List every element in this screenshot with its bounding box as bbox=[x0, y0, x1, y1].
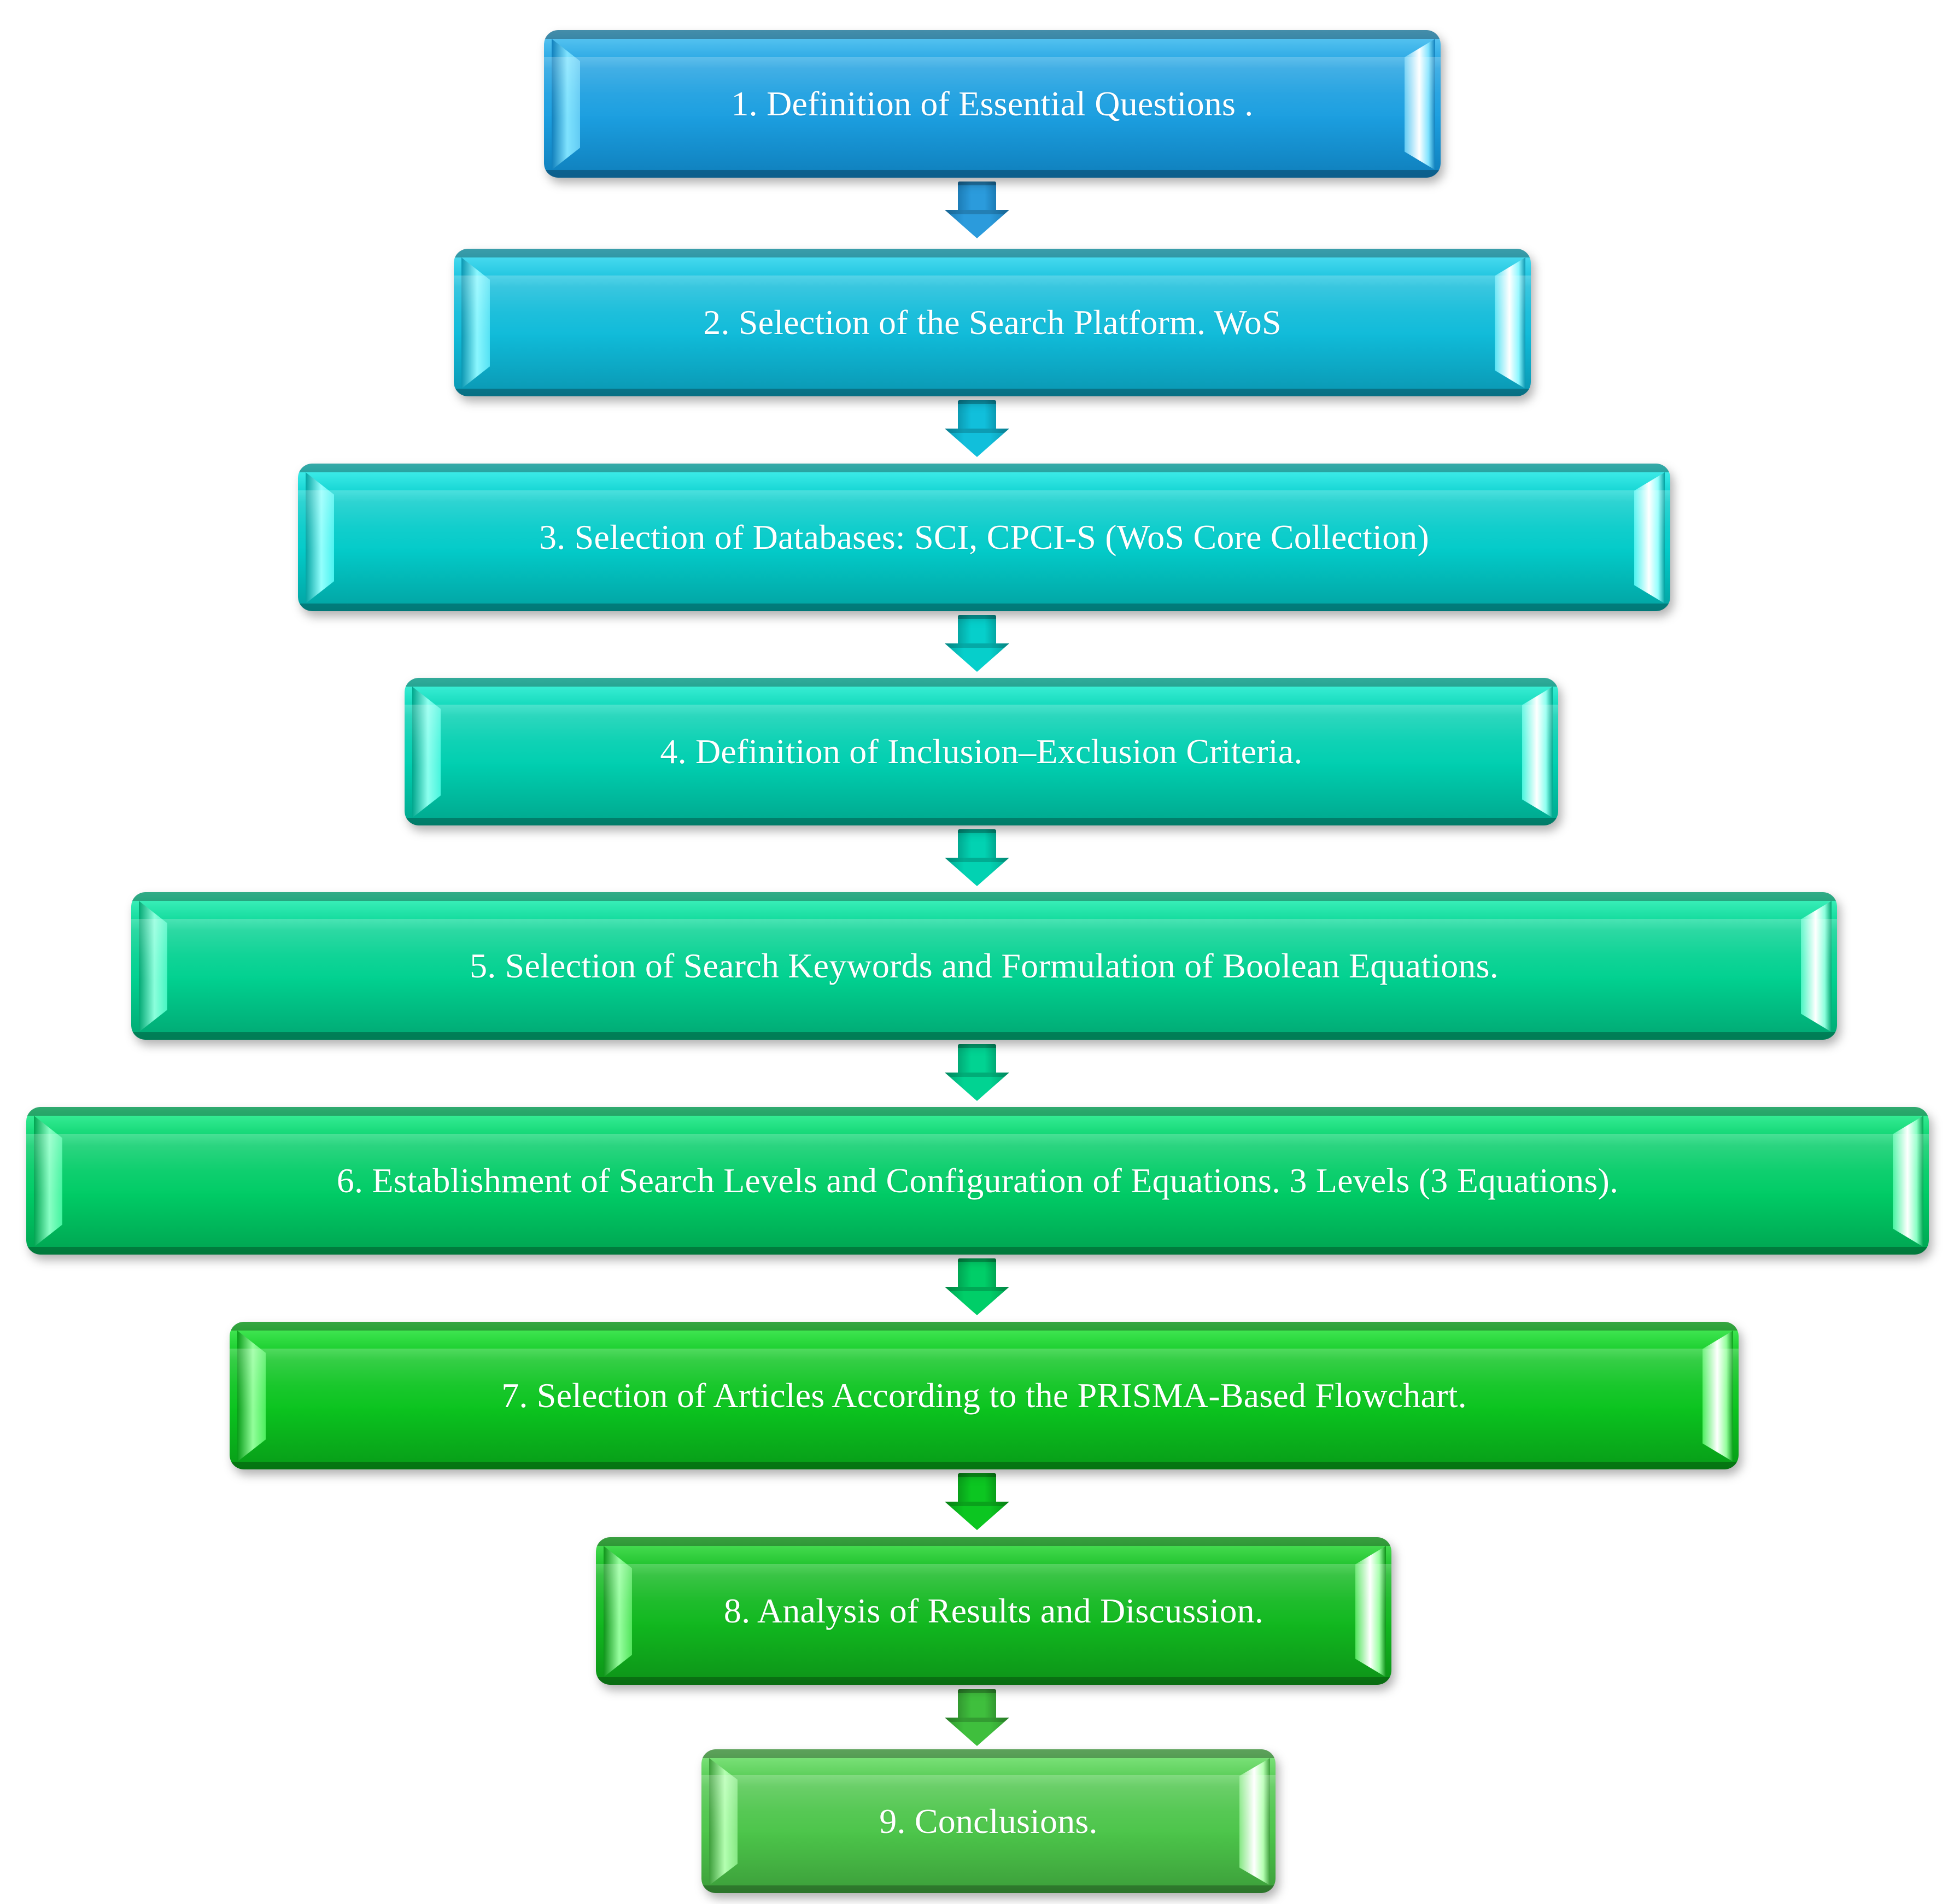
step-body bbox=[131, 892, 1837, 1040]
arrow-head-rim bbox=[945, 643, 1009, 648]
step-body bbox=[701, 1749, 1276, 1893]
step-label: 3. Selection of Databases: SCI, CPCI-S (… bbox=[539, 518, 1429, 557]
arrow-shaft bbox=[958, 1258, 996, 1289]
arrow-head-rim bbox=[945, 210, 1009, 214]
arrow-head-rim bbox=[945, 429, 1009, 433]
flow-step-5: 5. Selection of Search Keywords and Form… bbox=[131, 892, 1837, 1040]
flow-step-7: 7. Selection of Articles According to th… bbox=[230, 1322, 1739, 1469]
step-top-rim bbox=[701, 1749, 1276, 1758]
step-bottom-rim bbox=[405, 818, 1558, 825]
step-top-rim bbox=[230, 1322, 1739, 1331]
step-right-bevel bbox=[1355, 1546, 1386, 1677]
step-top-rim bbox=[596, 1537, 1391, 1546]
arrow-head-rim bbox=[945, 858, 1009, 862]
step-body bbox=[230, 1322, 1739, 1469]
flow-arrow-2-to-3 bbox=[945, 400, 1009, 457]
step-top-rim bbox=[131, 892, 1837, 901]
step-body bbox=[405, 678, 1558, 825]
step-right-bevel bbox=[1893, 1116, 1923, 1247]
arrow-shaft bbox=[958, 181, 996, 212]
step-right-bevel bbox=[1703, 1331, 1733, 1462]
step-bottom-rim bbox=[454, 389, 1531, 396]
step-bottom-rim bbox=[544, 170, 1441, 178]
step-body bbox=[454, 249, 1531, 396]
step-left-bevel bbox=[412, 687, 441, 818]
arrow-shaft bbox=[958, 400, 996, 431]
step-left-bevel bbox=[237, 1331, 266, 1462]
step-label: 5. Selection of Search Keywords and Form… bbox=[470, 946, 1499, 986]
step-left-bevel bbox=[604, 1546, 632, 1677]
step-body bbox=[596, 1537, 1391, 1685]
flow-arrow-4-to-5 bbox=[945, 829, 1009, 886]
step-body bbox=[26, 1107, 1929, 1255]
step-left-bevel bbox=[34, 1116, 62, 1247]
step-right-bevel bbox=[1634, 472, 1665, 604]
step-right-bevel bbox=[1495, 257, 1525, 389]
step-bottom-rim bbox=[230, 1462, 1739, 1469]
arrow-shaft-rim bbox=[958, 1044, 996, 1048]
step-label: 4. Definition of Inclusion–Exclusion Cri… bbox=[660, 732, 1303, 771]
arrow-shaft bbox=[958, 1044, 996, 1075]
step-top-rim bbox=[544, 30, 1441, 39]
step-bottom-rim bbox=[298, 604, 1670, 611]
step-left-bevel bbox=[139, 901, 167, 1032]
arrow-shaft bbox=[958, 615, 996, 646]
flow-arrow-8-to-9 bbox=[945, 1689, 1009, 1746]
step-left-bevel bbox=[306, 472, 334, 604]
arrow-head-rim bbox=[945, 1073, 1009, 1077]
step-top-rim bbox=[405, 678, 1558, 687]
step-top-rim bbox=[26, 1107, 1929, 1116]
step-top-rim bbox=[298, 464, 1670, 472]
arrow-shaft-rim bbox=[958, 615, 996, 619]
step-bottom-rim bbox=[596, 1677, 1391, 1685]
step-body bbox=[544, 30, 1441, 178]
flow-arrow-3-to-4 bbox=[945, 615, 1009, 672]
step-right-bevel bbox=[1522, 687, 1553, 818]
step-label: 9. Conclusions. bbox=[879, 1801, 1098, 1841]
arrow-shaft-rim bbox=[958, 829, 996, 833]
flow-step-4: 4. Definition of Inclusion–Exclusion Cri… bbox=[405, 678, 1558, 825]
step-right-bevel bbox=[1239, 1758, 1270, 1885]
flow-step-9: 9. Conclusions. bbox=[701, 1749, 1276, 1893]
flow-step-3: 3. Selection of Databases: SCI, CPCI-S (… bbox=[298, 464, 1670, 611]
arrow-shaft-rim bbox=[958, 181, 996, 185]
arrow-shaft bbox=[958, 1473, 996, 1504]
flow-arrow-6-to-7 bbox=[945, 1258, 1009, 1315]
arrow-head-rim bbox=[945, 1502, 1009, 1506]
arrow-head-rim bbox=[945, 1718, 1009, 1722]
arrow-head-rim bbox=[945, 1287, 1009, 1291]
arrow-shaft-rim bbox=[958, 1689, 996, 1693]
arrow-shaft bbox=[958, 829, 996, 860]
step-label: 1. Definition of Essential Questions . bbox=[731, 84, 1254, 124]
step-right-bevel bbox=[1801, 901, 1832, 1032]
flow-step-6: 6. Establishment of Search Levels and Co… bbox=[26, 1107, 1929, 1255]
step-bottom-rim bbox=[701, 1885, 1276, 1893]
flow-step-2: 2. Selection of the Search Platform. WoS bbox=[454, 249, 1531, 396]
step-label: 6. Establishment of Search Levels and Co… bbox=[336, 1161, 1619, 1200]
arrow-shaft-rim bbox=[958, 400, 996, 404]
arrow-shaft-rim bbox=[958, 1473, 996, 1477]
flow-arrow-5-to-6 bbox=[945, 1044, 1009, 1101]
step-label: 8. Analysis of Results and Discussion. bbox=[723, 1591, 1264, 1631]
arrow-shaft-rim bbox=[958, 1258, 996, 1262]
step-label: 7. Selection of Articles According to th… bbox=[501, 1376, 1467, 1415]
step-body bbox=[298, 464, 1670, 611]
step-top-rim bbox=[454, 249, 1531, 257]
flow-step-1: 1. Definition of Essential Questions . bbox=[544, 30, 1441, 178]
step-bottom-rim bbox=[26, 1247, 1929, 1255]
flow-arrow-7-to-8 bbox=[945, 1473, 1009, 1530]
step-left-bevel bbox=[461, 257, 490, 389]
step-label: 2. Selection of the Search Platform. WoS bbox=[703, 303, 1282, 342]
step-right-bevel bbox=[1405, 39, 1435, 170]
arrow-shaft bbox=[958, 1689, 996, 1720]
step-left-bevel bbox=[552, 39, 580, 170]
flow-arrow-1-to-2 bbox=[945, 181, 1009, 238]
step-left-bevel bbox=[709, 1758, 738, 1885]
step-bottom-rim bbox=[131, 1032, 1837, 1040]
flow-step-8: 8. Analysis of Results and Discussion. bbox=[596, 1537, 1391, 1685]
